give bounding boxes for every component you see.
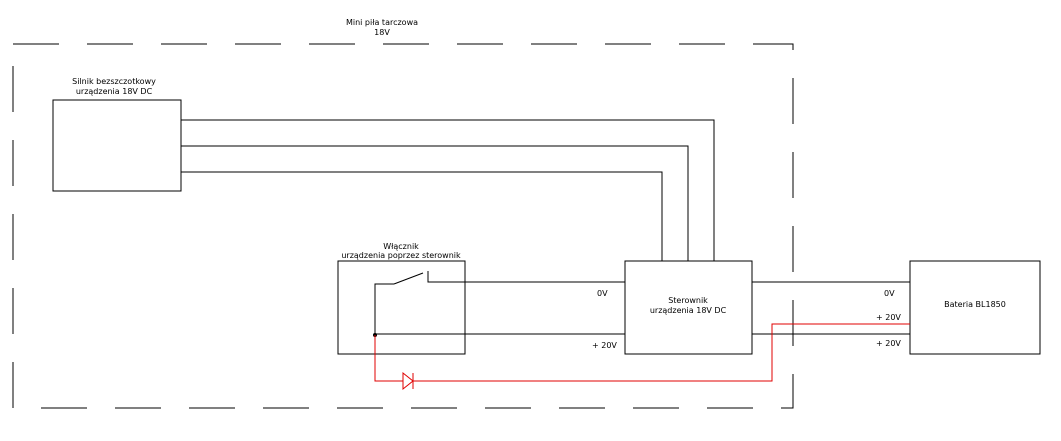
switch-contact-right (427, 271, 625, 283)
motor-label-line1: Silnik bezszczotkowy (72, 77, 156, 86)
enclosure-voltage: 18V (374, 28, 390, 37)
switch-0v-label: 0V (597, 289, 608, 298)
motor-wire-1 (181, 119, 715, 261)
switch-block (337, 260, 466, 355)
battery-block (909, 260, 1041, 355)
enclosure-boundary (12, 43, 794, 409)
switch-label-line1: Włącznik (383, 242, 419, 251)
battery-plus-label-b: + 20V (876, 339, 901, 348)
motor-label-line2: urządzenia 18V DC (76, 87, 153, 96)
switch-label-line2: urządzenia poprzez sterownik (341, 251, 461, 260)
controller-label-line1: Sterownik (668, 296, 708, 305)
diode-return-wire (413, 323, 910, 382)
battery-label: Bateria BL1850 (944, 300, 1006, 309)
controller-label-line2: urządzenia 18V DC (650, 306, 727, 315)
motor-wire-3 (181, 171, 663, 261)
motor-block (52, 99, 182, 192)
switch-plus-label: + 20V (592, 341, 617, 350)
diode-path-wire (374, 335, 403, 382)
motor-wire-2 (181, 145, 689, 261)
controller-block (624, 260, 753, 355)
battery-plus-label-a: + 20V (876, 313, 901, 322)
switch-contact-left (374, 283, 394, 335)
enclosure-title: Mini piła tarczowa (346, 18, 418, 27)
switch-lever (393, 272, 424, 285)
diode-icon (402, 371, 414, 391)
battery-0v-label: 0V (884, 289, 895, 298)
